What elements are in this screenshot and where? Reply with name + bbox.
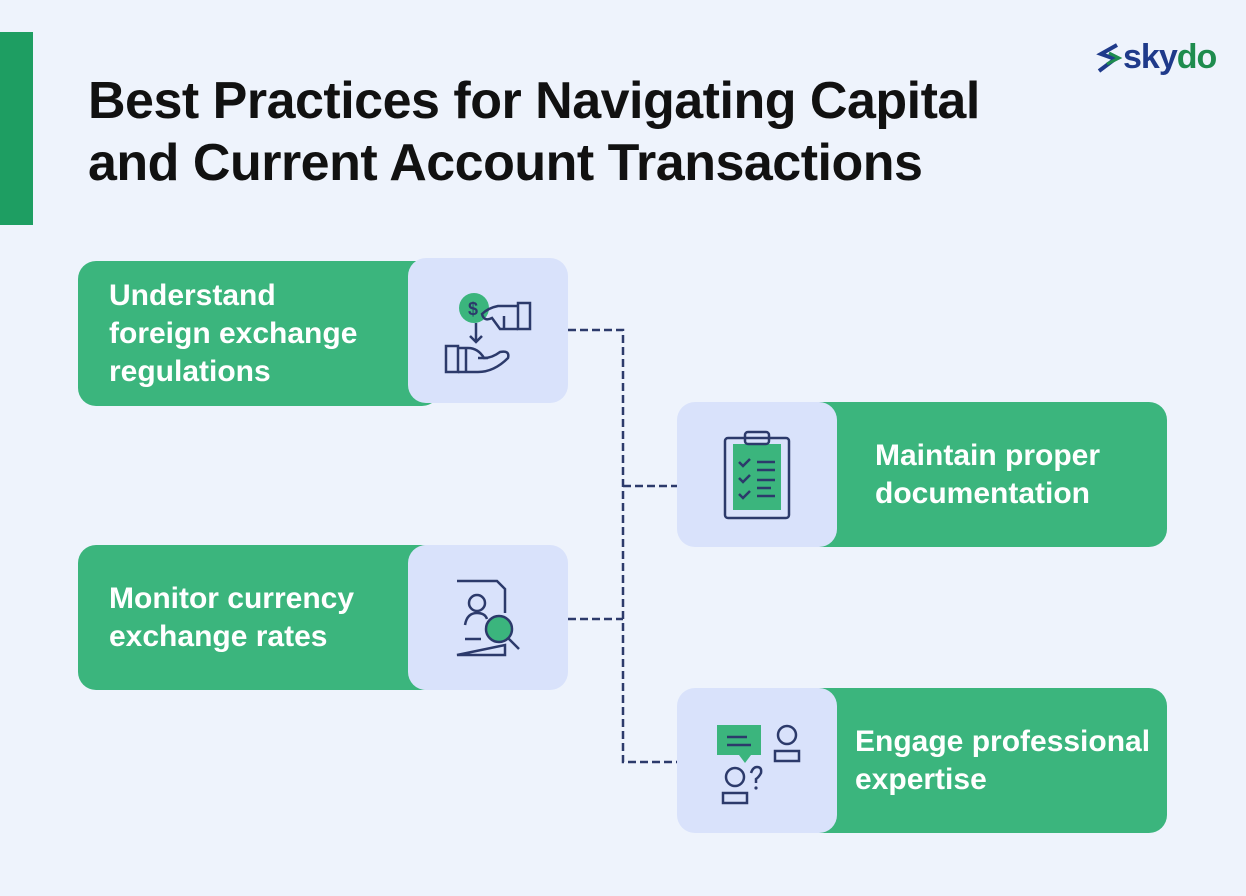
logo-text-sky: sky [1123,38,1178,76]
item-card-documentation: Maintain proper documentation [800,402,1167,547]
item-label: Maintain proper documentation [875,438,1101,510]
item-card-professional-expertise: Engage professional expertise [800,688,1167,833]
document-search-icon [408,545,568,690]
accent-bar [0,32,33,225]
clipboard-checklist-icon [677,402,837,547]
item-card-fx-regulations: Understand foreign exchange regulations [78,261,440,406]
item-label: Engage professional expertise [855,724,1151,796]
money-exchange-icon: $ [408,258,568,403]
logo-text-do: do [1176,38,1218,76]
consultation-icon [677,688,837,833]
svg-text:$: $ [468,299,478,319]
title-line-1: Best Practices for Navigating Capital [88,72,980,130]
logo-mark-icon [1096,42,1123,73]
item-label: Monitor currency exchange rates [109,581,355,653]
title-line-2: and Current Account Transactions [88,134,923,192]
item-label: Understand foreign exchange regulations [109,278,358,388]
item-card-exchange-rates: Monitor currency exchange rates [78,545,440,690]
